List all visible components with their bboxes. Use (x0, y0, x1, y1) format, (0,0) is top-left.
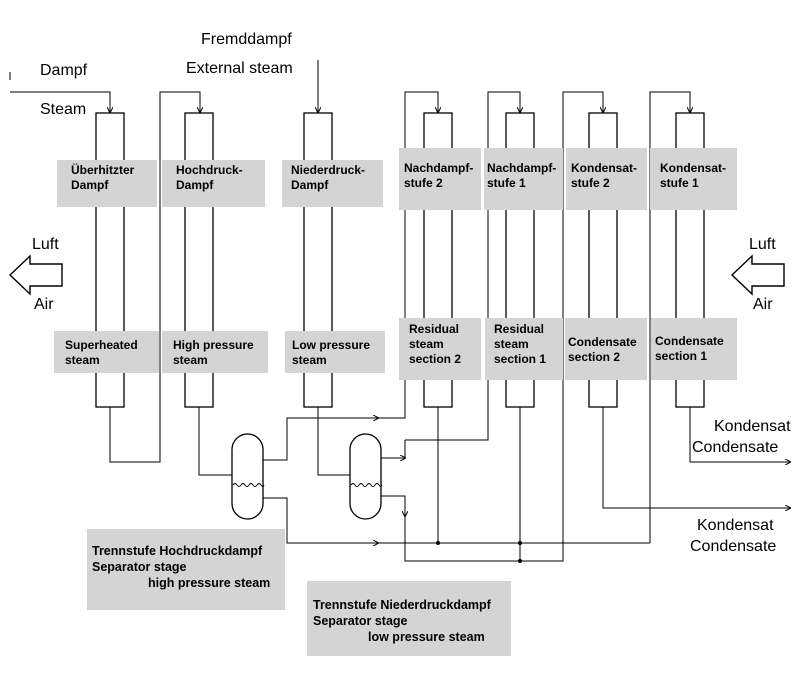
air-left-label-en: Air (34, 296, 54, 313)
section-label-top: Nachdampf-stufe 1 (484, 148, 563, 210)
separator-low-pressure (349, 433, 382, 520)
pipe-condensate2-out (602, 407, 790, 508)
air-in-arrow (730, 254, 785, 296)
section-label-top: Hochdruck-Dampf (162, 160, 265, 207)
pipe-hp-liquid (263, 497, 378, 543)
junctions (436, 541, 522, 563)
section-label-top: Nachdampf-stufe 2 (399, 148, 481, 210)
condensate1-label-en: Condensate (692, 439, 779, 456)
pipe-lp-liquid-down (404, 91, 603, 562)
junction-dot (518, 541, 522, 545)
condensate2-label-de: Kondensat (697, 517, 774, 534)
external-steam-label-en: External steam (186, 60, 293, 77)
pipe-condensate1-loop (649, 91, 690, 543)
air-right-label-en: Air (753, 296, 773, 313)
pipes (9, 60, 790, 562)
pipe-residual2-loop (378, 91, 438, 419)
pipe-condensate1-out (689, 407, 790, 462)
section-label-top: Niederdruck-Dampf (282, 160, 383, 207)
air-out-arrow (8, 254, 63, 296)
junction-dot (518, 559, 522, 563)
pipe-hp-vapor (263, 418, 378, 461)
separator-high-caption: Trennstufe Hochdruckdampf Separator stag… (87, 529, 285, 610)
steam-label-de: Dampf (40, 62, 88, 79)
section-label-top: Kondensat-stufe 2 (566, 148, 647, 210)
pipe-superheated-to-hp (109, 91, 200, 463)
air-right-label-de: Luft (749, 236, 776, 253)
liquid-level-lp (350, 483, 383, 487)
separator-low-caption: Trennstufe Niederdruckdampf Separator st… (307, 581, 511, 656)
pipe-residual1-loop (405, 91, 520, 441)
liquid-level-hp (232, 483, 265, 487)
separator-high-pressure (231, 433, 264, 520)
pipe-hp-to-separator (198, 407, 232, 476)
air-left-label-de: Luft (32, 236, 59, 253)
junction-dot (436, 541, 440, 545)
section-label-top: Kondensat-stufe 1 (650, 148, 737, 210)
pipe-steam-inlet (10, 91, 110, 112)
pipe-lp-liquid (381, 495, 405, 516)
condensate2-label-en: Condensate (690, 538, 777, 555)
external-steam-label-de: Fremddampf (201, 31, 292, 48)
pipe-lp-to-separator (317, 407, 350, 476)
steam-label-en: Steam (40, 101, 87, 118)
condensate1-label-de: Kondensat (714, 418, 791, 435)
